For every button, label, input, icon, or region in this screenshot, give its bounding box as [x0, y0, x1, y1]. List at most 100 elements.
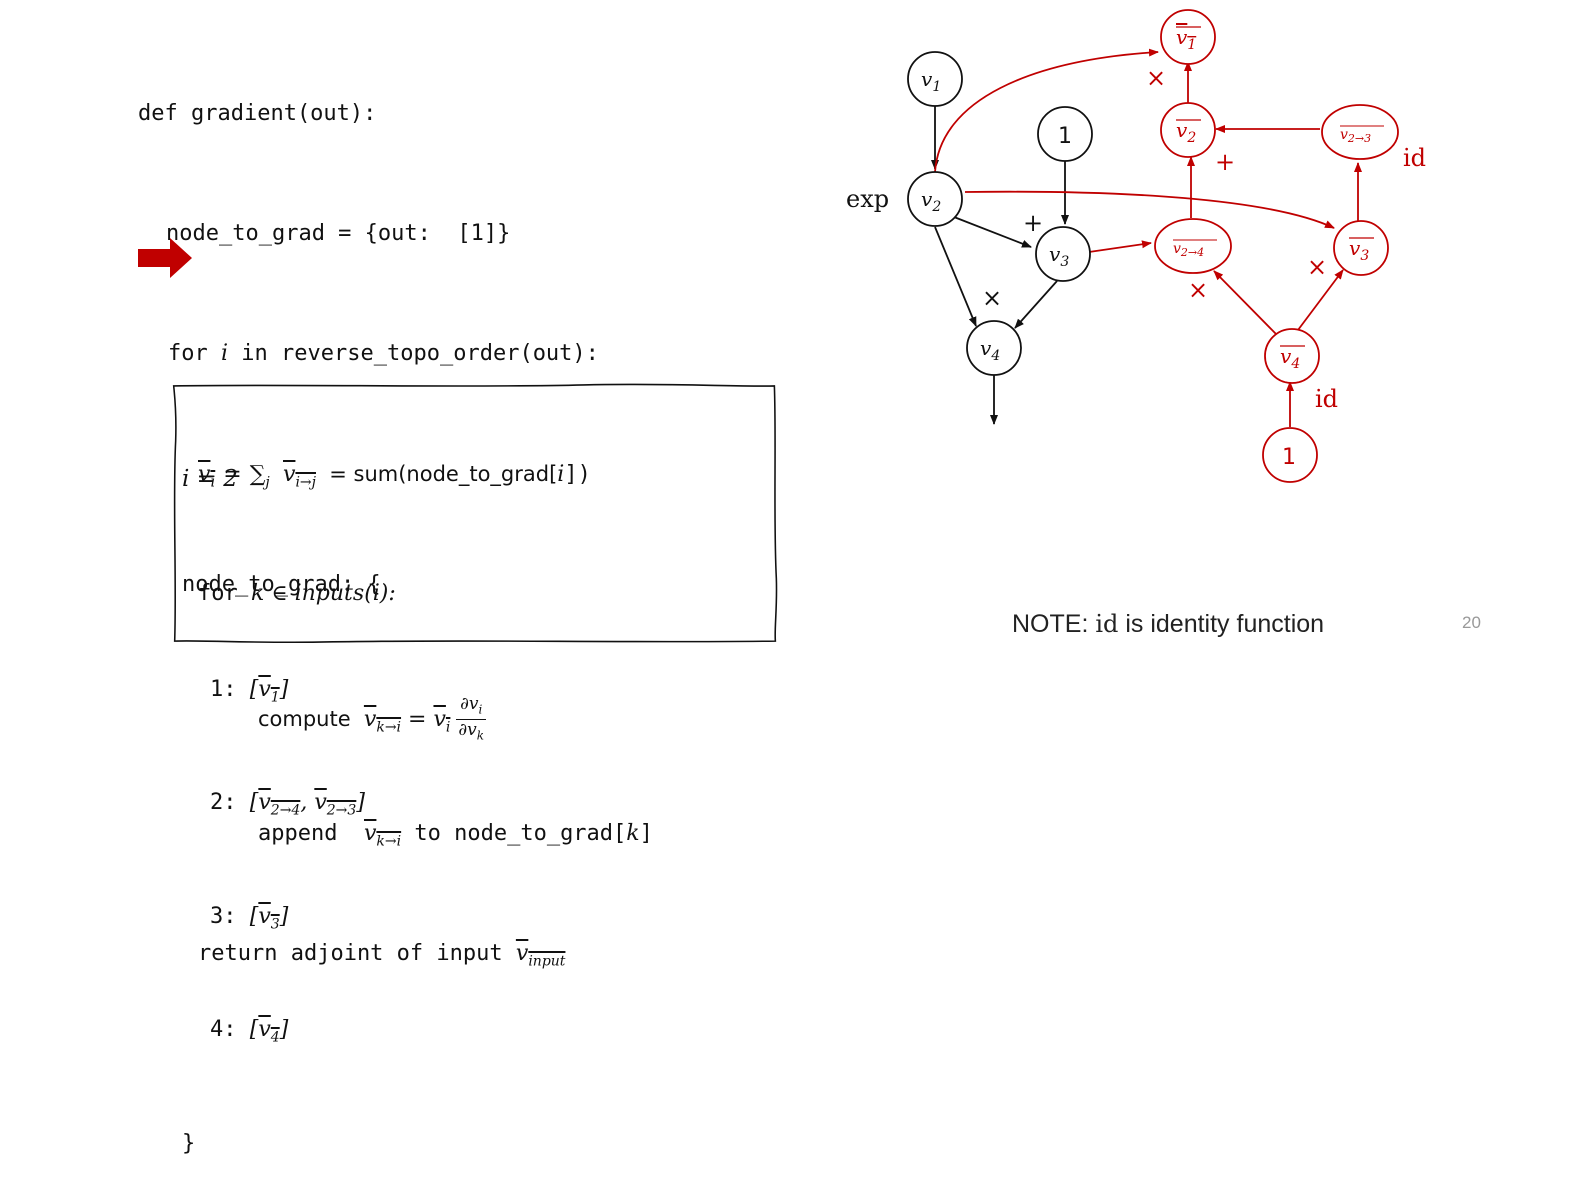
vbar-ij-v: v [283, 462, 296, 487]
code-line-3-rest: in reverse_topo_order(out): [241, 341, 599, 366]
node-v1-sub: 1 [932, 79, 941, 95]
svg-text:v4: v4 [980, 336, 1000, 364]
state-row-3-val: v3 [258, 904, 280, 933]
note-prefix: NOTE: [1012, 610, 1096, 638]
frac-den-sub: k [476, 728, 485, 743]
code-line-3-kw: for [168, 341, 208, 366]
state-row-2-v2: v [314, 790, 327, 816]
state-row-2-s1: 2→4 [270, 802, 301, 819]
svg-text:v1: v1 [921, 67, 941, 95]
id-label-v4bar: id [1315, 385, 1338, 413]
node-one: 1 [1037, 106, 1093, 162]
vbar-input-v: v [515, 941, 529, 966]
vbar-i-v: v [198, 462, 211, 487]
state-row-4-v: v [258, 1017, 271, 1043]
frac-den: ∂v [458, 720, 477, 741]
node-v2: v2 [907, 171, 963, 227]
code-line-5: for k ∈ inputs(i): [138, 574, 653, 614]
vbar-i-sub: i [210, 472, 216, 491]
svg-text:v2: v2 [921, 187, 941, 215]
code-line-7-k: k [626, 821, 640, 846]
node-v23-sub: 2→3 [1347, 132, 1371, 145]
edge-v4bar-v3bar [1297, 269, 1344, 331]
plus-op-label: + [1023, 209, 1043, 237]
id-label-v23: id [1403, 144, 1426, 172]
plus-label-v2bar: + [1215, 148, 1235, 176]
state-row-1-sub: 1 [270, 689, 280, 706]
sum-sub: j [265, 474, 270, 491]
node-v3bar: v3 [1333, 220, 1389, 276]
state-row-2-v1: v [258, 790, 271, 816]
node-v3-v: v [1049, 242, 1061, 266]
node-v1bar: v1 [1160, 9, 1216, 65]
node-v1bar-sub: 1 [1187, 37, 1196, 53]
node-v3bar-v: v [1349, 236, 1361, 260]
node-v24-v: v [1173, 241, 1181, 257]
code-line-4-end: ]) [564, 462, 591, 487]
node-v1bar-v: v [1176, 25, 1188, 49]
state-row-2: 2: [v2→4, v2→3] [210, 790, 365, 819]
state-box: i = 2 node_to_grad: { 1: [v1] 2: [v2→4, … [182, 392, 381, 1196]
edge-v2-v3bar-curve [964, 190, 1335, 229]
edge-v3-v24 [1088, 240, 1152, 253]
node-v23: v2→3 [1321, 104, 1399, 160]
state-row-1-key: 1: [210, 677, 237, 702]
code-line-4-rest: = sum(node_to_grad[ [329, 462, 558, 486]
code-line-7-rest: to node_to_grad[ [401, 821, 627, 846]
node-one-adjoint-label: 1 [1282, 445, 1296, 470]
vbar-i: vi [198, 462, 216, 491]
node-v4bar: v4 [1264, 328, 1320, 384]
node-v2bar: v2 [1160, 102, 1216, 158]
svg-text:v3: v3 [1349, 236, 1369, 264]
adjoint-edges [934, 48, 1362, 427]
vbar-i-2-v: v [433, 706, 446, 732]
state-row-3-key: 3: [210, 903, 237, 929]
vbar-ij-sub: i→j [295, 474, 316, 491]
times-label-v1bar: × [1146, 64, 1166, 92]
node-v3bar-sub: 3 [1360, 248, 1369, 264]
edge-v2-v4 [934, 226, 977, 327]
state-row-2-s2: 2→3 [326, 802, 357, 819]
node-v2-sub: 2 [931, 199, 941, 215]
state-row-1-v: v [258, 677, 271, 702]
node-v3-sub: 3 [1060, 254, 1069, 270]
vbar-i-2-sub: i [445, 719, 451, 736]
code-line-6-eq: = [401, 706, 434, 732]
node-v24: v2→4 [1154, 218, 1232, 274]
state-close: } [182, 1130, 196, 1156]
node-v1-v: v [921, 67, 933, 91]
node-v4-sub: 4 [990, 348, 1000, 364]
node-v2bar-sub: 2 [1186, 130, 1196, 146]
code-line-3-var: i [221, 341, 229, 366]
code-line-2-text: node_to_grad = {out: [1]} [166, 221, 511, 246]
edge-v2-v1bar-curve [934, 48, 1159, 173]
node-v1: v1 [907, 51, 963, 107]
vbar-input-sub: input [528, 953, 566, 970]
svg-text:v4: v4 [1280, 344, 1300, 372]
node-v2bar-v: v [1176, 118, 1188, 142]
svg-text:v2: v2 [1176, 118, 1196, 146]
code-line-2: node_to_grad = {out: [1]} [138, 214, 653, 254]
state-row-3-sub: 3 [270, 916, 280, 933]
node-v24-sub: 2→4 [1180, 246, 1204, 259]
state-row-1-val: v1 [258, 677, 280, 706]
state-head: node_to_grad: { [182, 572, 381, 597]
state-row-4-key: 4: [210, 1017, 237, 1043]
svg-text:v2→4: v2→4 [1173, 241, 1204, 259]
svg-text:v2→3: v2→3 [1340, 127, 1371, 145]
svg-text:v1: v1 [1176, 25, 1196, 53]
partial-fraction: ∂vi∂vk [456, 694, 487, 746]
state-row-2-key: 2: [210, 790, 237, 816]
identity-note: NOTE: id is identity function [1012, 610, 1324, 639]
code-line-1: def gradient(out): [138, 101, 377, 126]
state-row-2-val1: v2→4 [258, 790, 300, 818]
node-v4bar-sub: 4 [1290, 356, 1300, 372]
node-one-label: 1 [1058, 124, 1072, 149]
state-row-1: 1: [v1] [210, 677, 289, 706]
vbar-i-2: vi [433, 706, 451, 736]
node-v4: v4 [966, 320, 1022, 376]
exp-label: exp [846, 185, 889, 213]
vbar-input: vinput [515, 941, 566, 970]
code-line-4-eq: = [223, 462, 242, 487]
note-suffix: is identity function [1118, 610, 1325, 638]
